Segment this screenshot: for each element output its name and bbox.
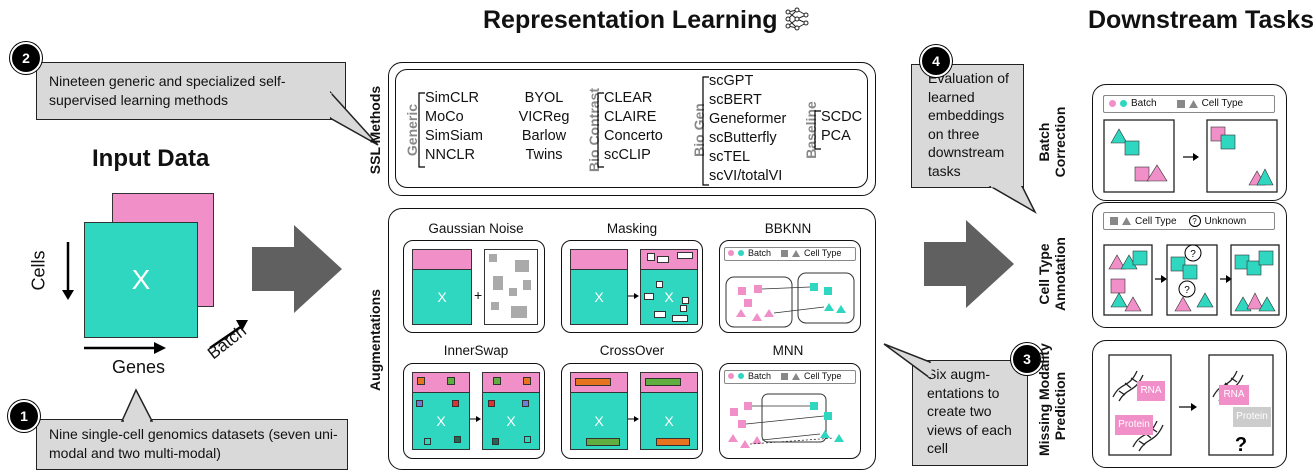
batch-correction-legend: Batch Cell Type — [1103, 95, 1275, 113]
expression-matrix: X — [84, 222, 198, 338]
ssl-methods-label: SSL Methods — [367, 85, 383, 175]
bbknn-legend: Batch Cell Type — [724, 247, 856, 261]
input-data-title: Input Data — [92, 145, 210, 172]
bracket-generic — [418, 92, 425, 168]
aug-gaussian-noise-card: X + — [403, 240, 545, 333]
cell-type-legend: Cell Type ? Unknown — [1103, 212, 1275, 230]
cells-arrow — [62, 242, 74, 300]
aug-bbknn-title: BBKNN — [764, 221, 812, 236]
batch-correction-plot — [1103, 119, 1278, 193]
mask-matrix-original: X — [570, 269, 628, 325]
callout-ssl-methods: Nineteen generic and specialized self-su… — [36, 62, 346, 120]
missing-modality-plot: ? — [1108, 354, 1274, 456]
aug-bbknn-card: Batch Cell Type — [719, 240, 861, 333]
cell-type-annotation-panel: Cell Type ? Unknown ? ? — [1092, 202, 1287, 328]
rna-label-left: RNA — [1140, 385, 1162, 396]
downstream-tasks-title: Downstream Tasks — [1088, 6, 1315, 34]
flow-arrow-left — [252, 225, 342, 313]
aug-innerswap-title: InnerSwap — [443, 343, 509, 358]
batch-correction-panel: Batch Cell Type — [1092, 84, 1287, 201]
missing-modality-panel: ? RNA Protein RNA Protein — [1092, 340, 1287, 468]
genes-label: Genes — [112, 357, 166, 377]
callout-augmentations-pointer — [883, 343, 932, 380]
aug-crossover-title: CrossOver — [599, 343, 665, 358]
cell-type-plot: ? ? — [1103, 244, 1280, 316]
bracket-baseline — [814, 110, 821, 150]
callout-augmentations: Six augm-entations to create two views o… — [912, 360, 1028, 466]
cells-label: Cells — [28, 250, 49, 291]
aug-innerswap-card: X X — [403, 363, 545, 459]
gn-noise-block — [484, 249, 538, 325]
badge-1: 1 — [8, 400, 40, 432]
aug-mnn-card: Batch Cell Type — [719, 363, 861, 459]
rna-label-right: RNA — [1223, 389, 1245, 400]
aug-masking-card: X X — [561, 240, 703, 333]
flow-arrow-right — [924, 220, 1014, 308]
gn-matrix: X — [412, 269, 472, 325]
protein-label-left: Protein — [1118, 419, 1150, 430]
bracket-bio-gen — [702, 76, 709, 186]
protein-label-right-missing: Protein — [1236, 411, 1268, 422]
aug-mnn-title: MNN — [772, 343, 804, 358]
gn-plus: + — [474, 287, 483, 303]
aug-gaussian-noise-title: Gaussian Noise — [428, 221, 524, 236]
aug-crossover-card: X X — [561, 363, 703, 459]
badge-3: 3 — [1011, 343, 1043, 375]
representation-learning-title: Representation Learning — [483, 6, 810, 35]
badge-2: 2 — [10, 42, 42, 74]
callout-evaluation: Evaluation of learned embeddings on thre… — [911, 64, 1024, 188]
augmentations-panel: Gaussian Noise Masking BBKNN InnerSwap C… — [388, 208, 876, 470]
callout-datasets: Nine single-cell genomics datasets (seve… — [36, 419, 348, 470]
bracket-bio-contrast — [597, 92, 604, 168]
gn-batch-block — [412, 249, 472, 271]
augmentations-label: Augmentations — [367, 289, 383, 391]
svg-text:?: ? — [1190, 249, 1196, 260]
network-icon — [785, 7, 809, 31]
callout-ssl-pointer — [330, 90, 379, 146]
mnn-plot — [728, 393, 844, 448]
mask-arrow — [628, 293, 639, 299]
svg-text:?: ? — [1235, 434, 1247, 456]
callout-evaluation-pointer — [988, 186, 1037, 214]
svg-text:?: ? — [1184, 285, 1190, 296]
batch-arrow — [209, 320, 248, 350]
mnn-legend: Batch Cell Type — [724, 370, 856, 384]
genes-arrow — [84, 342, 166, 354]
badge-4: 4 — [920, 45, 952, 77]
aug-masking-title: Masking — [606, 221, 658, 236]
callout-datasets-pointer — [120, 388, 154, 422]
bbknn-plot — [725, 272, 855, 328]
